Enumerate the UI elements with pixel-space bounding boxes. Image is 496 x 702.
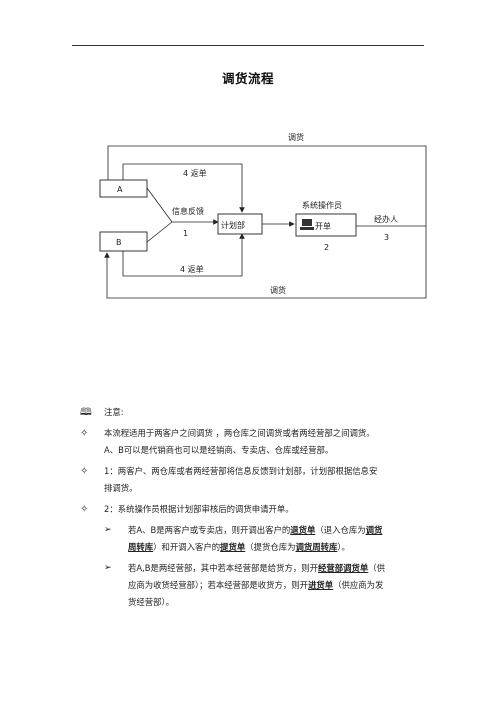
note-line: 2：系统操作员根据计划部审核后的调货申请开单。 bbox=[104, 504, 294, 514]
page-title: 调货流程 bbox=[221, 71, 274, 86]
text-run: 若A,B是两经营部，其中若本经营部是给货方，则开 bbox=[128, 563, 319, 573]
return-label-bottom: 4 返单 bbox=[180, 264, 204, 274]
text-run: （提货仓库为 bbox=[245, 542, 296, 552]
note-item: ✧ 本流程适用于两客户之间调货 ，两仓库之间调货或者两经营部之间调货。 A、B可… bbox=[80, 425, 430, 459]
text-run: 应商为收货经营部）；若本经营部是收货方，则开 bbox=[128, 580, 309, 590]
doc-type-emphasis: 进货单 bbox=[308, 580, 334, 590]
note-item: ✧ 2：系统操作员根据计划部审核后的调货申请开单。 bbox=[80, 501, 430, 518]
diamond-bullet-icon: ✧ bbox=[80, 428, 89, 439]
note-line: 排调货。 bbox=[104, 483, 138, 493]
arrow-bullet-icon: ➢ bbox=[104, 525, 112, 535]
flow-diagram: 调货 调货 A B 4 返单 4 返单 信息反馈 1 计划部 系统操作员 bbox=[99, 132, 427, 299]
note-line: 1：两客户、两仓库或者两经营部将信息反馈到计划部，计划部根据信息安 bbox=[104, 466, 378, 476]
arrow-bullet-icon: ➢ bbox=[104, 563, 112, 573]
node-b-label: B bbox=[116, 238, 122, 247]
node-b bbox=[99, 231, 148, 252]
feedback-arrow-b bbox=[146, 221, 173, 243]
note-line: 本流程适用于两客户之间调货 ，两仓库之间调货或者两经营部之间调货。 bbox=[104, 428, 375, 438]
warehouse-emphasis: 周转库 bbox=[128, 542, 154, 552]
text-run: ）。 bbox=[337, 542, 350, 552]
planning-label: 计划部 bbox=[221, 220, 245, 230]
node-a-label: A bbox=[117, 185, 123, 194]
billing-label: 开单 bbox=[315, 221, 331, 231]
sub-note-line: 货经营部）。 bbox=[128, 597, 175, 607]
operator-label: 系统操作员 bbox=[302, 200, 342, 210]
transfer-loop-top bbox=[105, 145, 427, 226]
diamond-bullet-icon: ✧ bbox=[80, 504, 89, 515]
return-arrow-bottom bbox=[122, 233, 245, 277]
handler-label: 经办人 bbox=[374, 214, 398, 224]
doc-type-emphasis: 经营部调货单 bbox=[318, 563, 369, 573]
sub-note-line: 若A、B是两客户或专卖店，则开调出客户的退货单（退入仓库为调货 bbox=[128, 522, 430, 539]
text-run: （供 bbox=[368, 563, 386, 573]
sub-note-line: 周转库）和开调入客户的提货单（提货仓库为调货周转库）。 bbox=[128, 539, 430, 556]
computer-icon bbox=[300, 219, 314, 230]
header-rule bbox=[72, 45, 424, 46]
book-icon: 🕮 bbox=[80, 407, 92, 418]
transfer-loop-bottom bbox=[104, 226, 427, 299]
doc-type-emphasis: 退货单 bbox=[290, 525, 316, 535]
node-a bbox=[99, 179, 148, 198]
notes-header-label: 注意: bbox=[104, 407, 124, 417]
sub-note-item: ➢ 若A,B是两经营部，其中若本经营部是给货方，则开经营部调货单（供 应商为收货… bbox=[80, 560, 430, 611]
step-1-label: 1 bbox=[183, 229, 188, 238]
text-run: （供应商为发 bbox=[333, 580, 384, 590]
feedback-label: 信息反馈 bbox=[172, 206, 204, 216]
return-arrow-top bbox=[122, 163, 245, 213]
doc-type-emphasis: 提货单 bbox=[220, 542, 246, 552]
warehouse-emphasis: 调货 bbox=[365, 525, 383, 535]
text-run: 若A、B是两客户或专卖店，则开调出客户的 bbox=[128, 525, 291, 535]
text-run: （退入仓库为 bbox=[315, 525, 366, 535]
feedback-arrow-a bbox=[146, 187, 219, 225]
notes-header: 🕮 注意: bbox=[80, 404, 430, 421]
step-3-label: 3 bbox=[384, 233, 389, 242]
text-run: ）和开调入客户的 bbox=[153, 542, 221, 552]
note-item: ✧ 1：两客户、两仓库或者两经营部将信息反馈到计划部，计划部根据信息安 排调货。 bbox=[80, 463, 430, 497]
sub-note-item: ➢ 若A、B是两客户或专卖店，则开调出客户的退货单（退入仓库为调货 周转库）和开… bbox=[80, 522, 430, 556]
sub-note-line: 应商为收货经营部）；若本经营部是收货方，则开进货单（供应商为发 bbox=[128, 577, 430, 594]
sub-note-line: 若A,B是两经营部，其中若本经营部是给货方，则开经营部调货单（供 bbox=[128, 560, 430, 577]
notes-section: 🕮 注意: ✧ 本流程适用于两客户之间调货 ，两仓库之间调货或者两经营部之间调货… bbox=[80, 404, 430, 615]
warehouse-emphasis: 调货周转库 bbox=[295, 542, 338, 552]
step-2-label: 2 bbox=[324, 243, 329, 252]
diamond-bullet-icon: ✧ bbox=[80, 466, 89, 477]
transfer-label-bottom: 调货 bbox=[270, 285, 286, 295]
note-line: A、B可以是代销商也可以是经销商、专卖店、仓库或经营部。 bbox=[104, 445, 334, 455]
return-label-top: 4 返单 bbox=[183, 168, 207, 178]
transfer-label-top: 调货 bbox=[288, 132, 304, 142]
